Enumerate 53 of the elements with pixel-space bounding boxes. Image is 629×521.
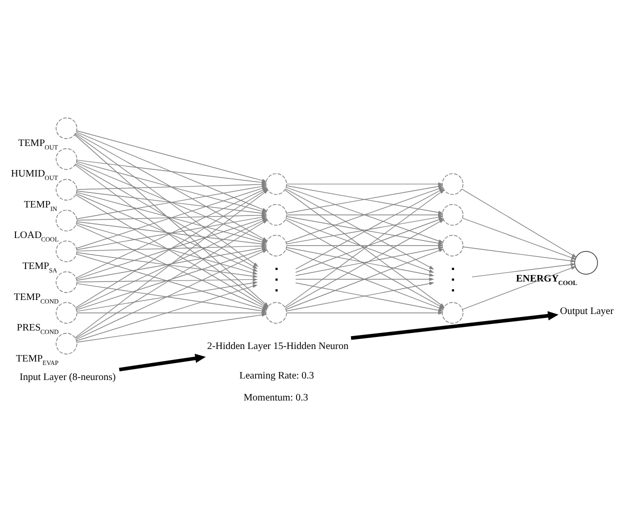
- arrow: [350, 310, 559, 340]
- node-circle: [265, 204, 287, 226]
- node-circle: [265, 234, 287, 256]
- arrow: [286, 246, 434, 276]
- node-circle: [574, 250, 598, 274]
- arrow: [286, 182, 444, 186]
- node-label: HUMID$_{OUT}$: [11, 168, 58, 182]
- arrow: [76, 130, 267, 182]
- arrow: [462, 217, 576, 259]
- arrow: [76, 159, 267, 184]
- node-circle: [442, 204, 464, 226]
- label: Learning Rate: 0.3: [239, 370, 314, 382]
- arrow: [76, 252, 258, 278]
- arrow: [76, 222, 258, 274]
- node-label: TEMP$_{COND}$: [14, 291, 59, 305]
- arrow: [76, 312, 267, 342]
- node-label: TEMP$_{EVAP}$: [16, 352, 59, 366]
- node-label: PRES$_{COND}$: [16, 322, 59, 336]
- node-circle: [265, 172, 287, 194]
- arrow: [462, 266, 576, 310]
- label: Momentum: 0.3: [244, 392, 308, 404]
- arrow: [295, 246, 444, 276]
- arrow: [286, 310, 444, 314]
- node-circle: [56, 270, 78, 292]
- node-circle: [56, 178, 78, 200]
- node-text: 2-Hidden Layer 15-Hidden Neuron: [207, 340, 348, 352]
- arrow: [286, 281, 434, 311]
- node-label: ENERGY$_{COOL}$: [516, 273, 578, 287]
- node-text: Output Layer: [560, 306, 614, 317]
- arrow: [472, 262, 576, 277]
- node-circle: [265, 302, 287, 324]
- arrow: [76, 284, 258, 341]
- node-label: LOAD$_{COOL}$: [14, 230, 59, 244]
- arrow: [461, 188, 577, 258]
- node-circle: [442, 234, 464, 256]
- node-label: TEMP$_{OUT}$: [18, 137, 58, 151]
- arrow: [286, 243, 444, 247]
- arrow: [75, 133, 258, 266]
- arrow: [286, 212, 444, 216]
- arrow: [76, 277, 258, 282]
- arrow: [118, 353, 206, 371]
- arrow: [462, 246, 576, 262]
- node-label: TEMP$_{IN}$: [24, 198, 58, 212]
- node-circle: [56, 209, 78, 231]
- arrow: [76, 192, 258, 272]
- node-circle: [56, 117, 78, 138]
- node-text: Input Layer (8-neurons): [20, 371, 116, 382]
- node-circle: [56, 240, 78, 262]
- arrow: [76, 163, 258, 268]
- node-circle: [442, 172, 464, 194]
- node-circle: [442, 302, 464, 324]
- arrow: [295, 277, 434, 280]
- node-label: TEMP$_{SA}$: [22, 260, 58, 274]
